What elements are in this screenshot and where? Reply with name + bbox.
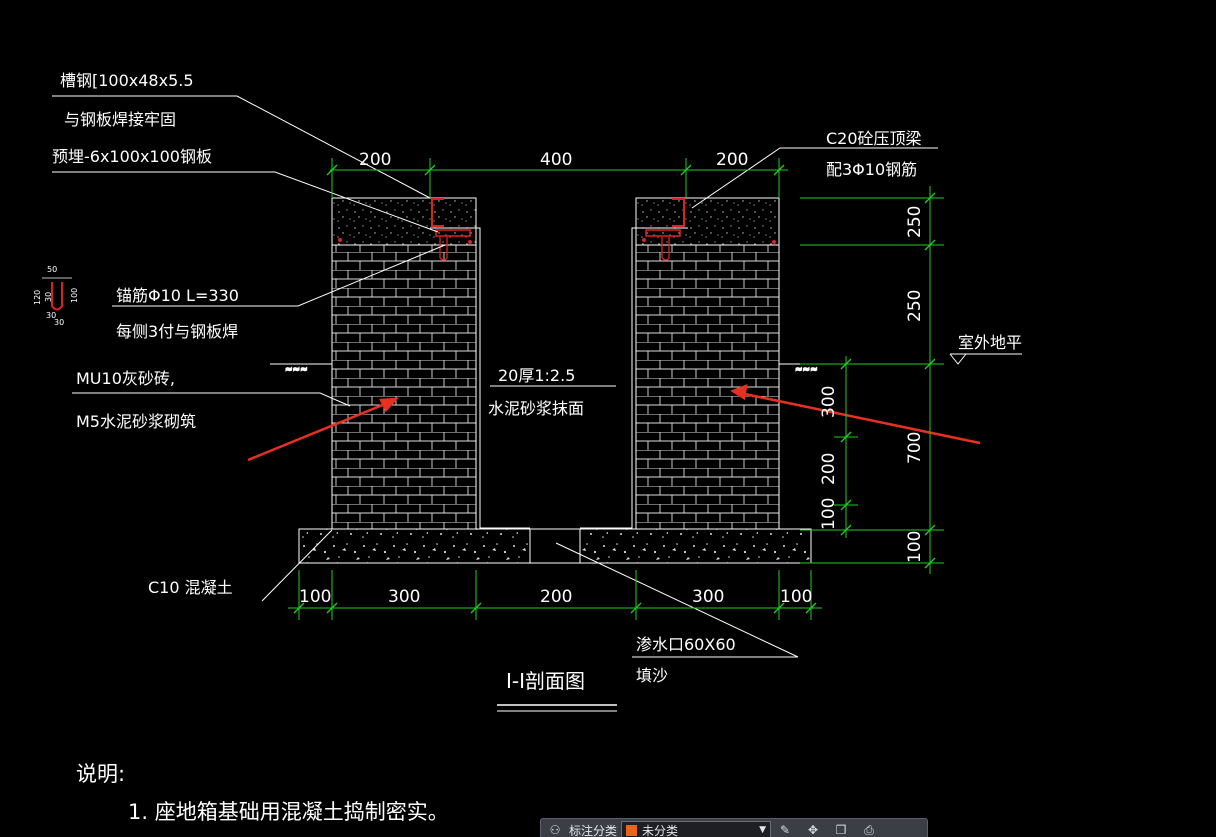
notes-item-1: 1. 座地箱基础用混凝土捣制密实。 bbox=[128, 800, 449, 824]
svg-text:100: 100 bbox=[70, 288, 79, 303]
dim-right-4: 100 bbox=[905, 531, 925, 563]
dim-inner-3: 100 bbox=[819, 498, 839, 530]
svg-text:30: 30 bbox=[44, 292, 53, 302]
toolbar-label: 标注分类 bbox=[569, 823, 618, 837]
dim-top-3: 200 bbox=[716, 150, 748, 170]
dim-top-1: 200 bbox=[359, 150, 391, 170]
dim-bottom-4: 300 bbox=[692, 587, 724, 607]
label-channel-weld: 与钢板焊接牢固 bbox=[64, 110, 176, 129]
label-concrete: C10 混凝土 bbox=[148, 578, 233, 597]
label-mortar: M5水泥砂浆砌筑 bbox=[76, 412, 196, 431]
label-anchor-bar: 锚筋Φ10 L=330 bbox=[116, 286, 239, 305]
dim-bottom-2: 300 bbox=[388, 587, 420, 607]
label-top-beam-rebar: 配3Φ10钢筋 bbox=[826, 160, 917, 179]
annotation-toolbar: ⚇ 标注分类 未分类 ▼ ✎ ✥ ❐ ⎙ bbox=[540, 818, 928, 837]
dimension-lines bbox=[288, 158, 944, 620]
layers-icon[interactable]: ⚇ bbox=[549, 823, 561, 837]
dim-top-2: 400 bbox=[540, 150, 572, 170]
label-fill-sand: 填沙 bbox=[636, 666, 668, 685]
label-anchor-bar-weld: 每侧3付与钢板焊 bbox=[116, 322, 238, 341]
svg-text:≈≈≈: ≈≈≈ bbox=[285, 365, 308, 375]
copy-icon[interactable]: ❐ bbox=[835, 823, 847, 837]
label-outdoor-ground: 室外地平 bbox=[958, 333, 1022, 352]
dim-inner-1: 300 bbox=[819, 386, 839, 418]
dim-right-2: 250 bbox=[905, 290, 925, 322]
color-swatch bbox=[626, 824, 638, 836]
leader-lines bbox=[52, 95, 938, 658]
svg-text:30: 30 bbox=[46, 311, 56, 320]
anchor-bar-detail: 50 120 30 100 30 30 bbox=[33, 265, 79, 327]
label-channel-steel: 槽钢[100x48x5.5 bbox=[60, 71, 194, 90]
svg-text:30: 30 bbox=[54, 318, 64, 327]
annotation-arrows bbox=[247, 384, 981, 462]
dim-right-3: 700 bbox=[905, 432, 925, 464]
chevron-down-icon: ▼ bbox=[759, 825, 767, 835]
notes-heading: 说明: bbox=[76, 762, 126, 786]
left-wall bbox=[331, 197, 477, 530]
dim-bottom-3: 200 bbox=[540, 587, 572, 607]
category-select-value: 未分类 bbox=[642, 823, 679, 837]
dim-right-1: 250 bbox=[905, 206, 925, 238]
section-title: I-I剖面图 bbox=[506, 669, 585, 693]
print-icon[interactable]: ⎙ bbox=[864, 822, 874, 837]
right-wall bbox=[635, 197, 780, 530]
outdoor-ground-symbol bbox=[949, 353, 1022, 365]
dim-bottom-1: 100 bbox=[299, 587, 331, 607]
label-plaster-2: 水泥砂浆抹面 bbox=[488, 399, 584, 418]
channel-steel-right bbox=[645, 198, 685, 261]
label-plaster: 20厚1:2.5 bbox=[498, 366, 575, 385]
concrete-foundation bbox=[298, 528, 812, 564]
dim-inner-2: 200 bbox=[819, 453, 839, 485]
label-drain: 渗水口60X60 bbox=[636, 635, 736, 654]
svg-text:50: 50 bbox=[47, 265, 57, 274]
label-top-beam: C20砼压顶梁 bbox=[826, 129, 922, 148]
category-select[interactable]: 未分类 ▼ bbox=[621, 821, 772, 837]
label-brick: MU10灰砂砖, bbox=[76, 369, 175, 388]
move-icon[interactable]: ✥ bbox=[807, 823, 819, 837]
edit-icon[interactable]: ✎ bbox=[779, 823, 791, 837]
svg-text:≈≈≈: ≈≈≈ bbox=[795, 365, 818, 375]
dim-bottom-5: 100 bbox=[780, 587, 812, 607]
label-embedded-plate: 预埋-6x100x100钢板 bbox=[52, 147, 212, 166]
svg-text:120: 120 bbox=[33, 290, 42, 305]
